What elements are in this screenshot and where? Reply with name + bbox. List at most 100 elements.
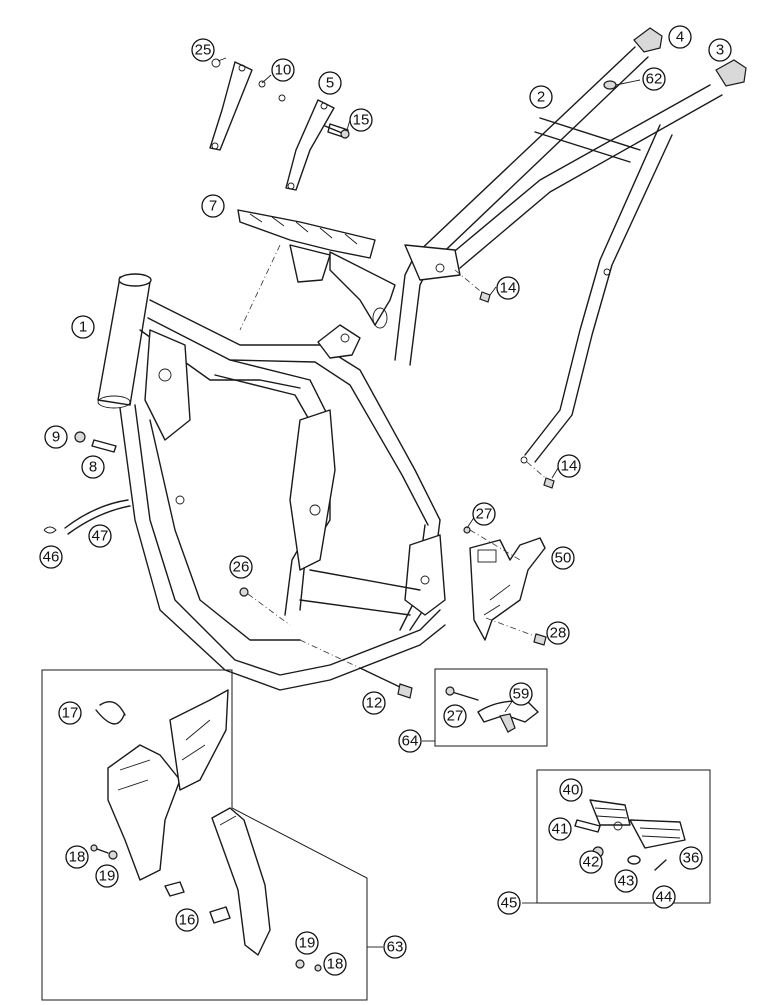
svg-text:8: 8 [89,459,97,476]
svg-text:42: 42 [583,854,600,871]
svg-text:15: 15 [353,112,370,129]
svg-text:18: 18 [327,956,344,973]
svg-text:19: 19 [299,935,316,952]
callout-25: 25 [191,38,215,62]
callout-5: 5 [318,71,342,95]
frame-protector-right [209,807,322,972]
svg-text:1: 1 [79,319,87,336]
callout-3: 3 [708,38,732,62]
callout-14-upper: 14 [496,276,520,300]
svg-text:28: 28 [550,625,567,642]
group-box-64 [422,668,548,747]
svg-text:27: 27 [447,708,464,725]
callout-41: 41 [548,817,572,841]
svg-text:7: 7 [209,198,217,215]
svg-text:63: 63 [387,939,404,956]
svg-text:14: 14 [500,280,517,297]
callout-36: 36 [679,846,703,870]
hose-47-clip-46 [43,499,131,535]
svg-text:36: 36 [683,850,700,867]
callout-28: 28 [546,621,570,645]
callout-64: 64 [398,729,422,753]
callout-16: 16 [175,908,199,932]
svg-text:16: 16 [179,912,196,929]
callout-44: 44 [652,885,676,909]
callout-15: 15 [349,108,373,132]
svg-text:62: 62 [646,71,663,88]
subframe-cap-4 [633,27,663,53]
svg-text:2: 2 [537,89,545,106]
svg-text:45: 45 [501,895,518,912]
callout-8: 8 [81,455,105,479]
guide-59 [445,686,539,733]
svg-text:46: 46 [43,549,60,566]
group-box-63 [41,669,383,1001]
main-frame [97,273,446,691]
svg-text:26: 26 [233,559,250,576]
svg-text:19: 19 [99,868,116,885]
callout-2: 2 [529,85,553,109]
svg-text:27: 27 [476,506,493,523]
callout-27-upper: 27 [472,502,496,526]
bolt-15 [324,125,350,139]
callout-14-lower: 14 [557,454,581,478]
callout-43: 43 [614,869,638,893]
rear-subframe [394,46,723,464]
callout-50: 50 [551,546,575,570]
svg-text:44: 44 [656,889,673,906]
svg-text:5: 5 [326,75,334,92]
callout-46: 46 [39,545,63,569]
callout-63: 63 [383,935,407,959]
callout-19-lower: 19 [295,931,319,955]
bracket-50 [463,526,547,646]
callout-19-upper: 19 [95,864,119,888]
svg-text:9: 9 [52,429,60,446]
svg-text:25: 25 [195,42,212,59]
svg-text:43: 43 [618,873,635,890]
svg-text:14: 14 [561,458,578,475]
callout-9: 9 [44,425,68,449]
footpeg-40-36 [574,799,686,871]
svg-text:47: 47 [92,528,109,545]
callout-17: 17 [58,701,82,725]
callout-40: 40 [559,778,583,802]
callout-10: 10 [271,58,295,82]
svg-text:3: 3 [716,42,724,59]
svg-text:40: 40 [563,782,580,799]
callout-26: 26 [229,555,253,579]
bracket-5 [285,99,349,191]
callout-45: 45 [497,891,521,915]
leader-lines [217,57,641,713]
callout-18-lower: 18 [323,952,347,976]
svg-text:18: 18 [69,849,86,866]
callout-47: 47 [88,524,112,548]
svg-text:41: 41 [552,821,569,838]
svg-text:17: 17 [62,705,79,722]
frame-protector-left [90,689,229,897]
callout-12: 12 [362,691,386,715]
svg-text:12: 12 [366,695,383,712]
callout-18-upper: 18 [65,845,89,869]
subframe-cap-3 [715,59,747,87]
callout-59: 59 [509,682,533,706]
tank-bracket-7 [237,209,396,331]
bolt-26 [239,587,291,626]
callout-27-lower: 27 [443,704,467,728]
callout-4: 4 [668,25,692,49]
nut-9-bolt-8 [74,431,117,453]
callout-42: 42 [579,850,603,874]
callout-1: 1 [71,315,95,339]
bolt-14-upper [454,269,491,303]
svg-text:10: 10 [275,62,292,79]
bolt-14-lower [526,461,555,489]
group-box-45 [522,769,711,904]
grommet-62 [603,80,617,90]
bracket-25-10 [209,58,286,151]
svg-text:64: 64 [402,733,419,750]
svg-text:4: 4 [676,29,684,46]
svg-text:59: 59 [513,686,530,703]
svg-text:50: 50 [555,550,572,567]
callout-62: 62 [642,67,666,91]
callout-7: 7 [201,194,225,218]
